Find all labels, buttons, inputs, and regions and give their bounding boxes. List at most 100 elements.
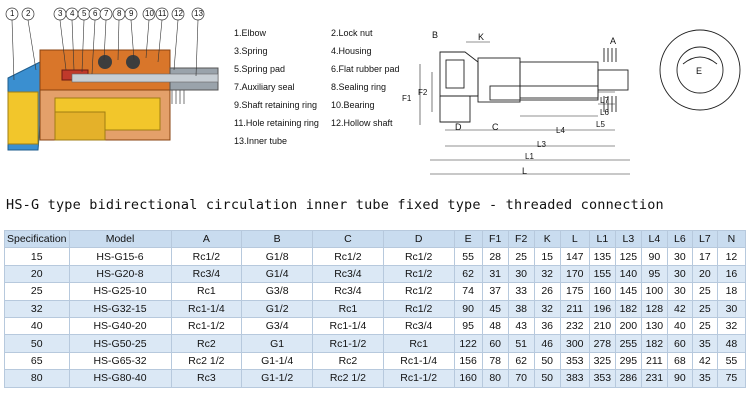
dimension-label: L7 [600, 96, 609, 105]
table-cell: 33 [507, 282, 535, 301]
table-cell: Rc1-1/4 [170, 299, 243, 318]
callout-number: 5 [82, 9, 87, 18]
table-cell: G1 [241, 334, 314, 353]
table-cell: 175 [559, 282, 590, 301]
table-cell: 211 [559, 299, 590, 318]
table-cell: HS-G32-15 [68, 299, 172, 318]
callout-number: 7 [104, 9, 109, 18]
table-cell: Rc2 1/2 [170, 351, 243, 371]
part-label: 2.Lock nut [331, 28, 373, 38]
callout-number: 2 [26, 9, 31, 18]
table-cell: 25 [691, 316, 718, 336]
column-header: L7 [691, 229, 718, 249]
column-header: L4 [640, 229, 668, 249]
callout-number: 8 [117, 9, 122, 18]
table-cell: Rc1/2 [382, 247, 455, 266]
table-cell: Rc1/2 [382, 264, 455, 284]
table-cell: 40 [4, 316, 70, 336]
table-cell: 68 [666, 351, 693, 371]
dimension-label: A [610, 36, 617, 46]
table-cell: 90 [640, 247, 668, 266]
table-cell: 32 [716, 316, 747, 336]
table-cell: 211 [640, 351, 668, 371]
table-cell: 130 [640, 316, 668, 336]
dimension-label: L [522, 166, 528, 176]
table-cell: 36 [533, 316, 561, 336]
table-cell: Rc2 [312, 351, 384, 371]
table-cell: 62 [507, 351, 535, 371]
table-cell: 196 [588, 299, 616, 318]
column-header: L1 [588, 229, 616, 249]
callout-number: 11 [158, 9, 167, 18]
table-cell: Rc1-1/2 [170, 316, 243, 336]
dimension-label: L6 [600, 108, 609, 117]
table-cell: 42 [691, 351, 718, 371]
table-cell: 156 [453, 351, 483, 371]
table-cell: HS-G20-8 [68, 264, 172, 284]
table-cell: 30 [666, 264, 693, 284]
table-cell: 30 [716, 299, 747, 318]
table-cell: G1/4 [241, 264, 314, 284]
callout-number: 9 [129, 9, 134, 18]
table-cell: 42 [666, 299, 693, 318]
table-cell: 43 [507, 316, 535, 336]
table-cell: 295 [614, 351, 642, 371]
table-cell: 128 [640, 299, 668, 318]
table-cell: 80 [4, 369, 70, 388]
specification-table: Specification Model A B C D E F1 F2 K L … [4, 229, 747, 388]
table-cell: HS-G25-10 [68, 282, 172, 301]
parts-list: 1.Elbow 2.Lock nut 3.Spring 4.Housing 5.… [234, 28, 414, 148]
bearing-ball [126, 55, 140, 69]
callout-number: 1 [10, 9, 15, 18]
table-cell: 32 [533, 299, 561, 318]
table-cell: 30 [507, 264, 535, 284]
table-cell: Rc3 [170, 369, 243, 388]
table-cell: 182 [614, 299, 642, 318]
table-cell: 25 [4, 282, 70, 301]
table-cell: 32 [533, 264, 561, 284]
table-cell: 90 [666, 369, 693, 388]
table-cell: G3/4 [241, 316, 314, 336]
part-label: 11.Hole retaining ring [234, 118, 319, 128]
table-cell: Rc1/2 [170, 247, 243, 266]
table-cell: 48 [481, 316, 509, 336]
table-cell: HS-G15-6 [68, 247, 172, 266]
table-cell: 182 [640, 334, 668, 353]
table-cell: G1-1/4 [241, 351, 314, 371]
elbow-port [7, 91, 39, 145]
table-cell: 40 [666, 316, 693, 336]
table-cell: 70 [507, 369, 535, 388]
table-cell: G1-1/2 [241, 369, 314, 388]
dimension-label: L4 [556, 126, 565, 135]
dimension-label: K [478, 32, 485, 42]
dimension-label: F2 [418, 88, 428, 97]
column-header: L [559, 229, 590, 249]
table-cell: Rc1 [170, 282, 243, 301]
dimension-label: D [455, 122, 462, 132]
table-cell: 210 [588, 316, 616, 336]
table-cell: 145 [614, 282, 642, 301]
table-cell: Rc1/2 [312, 247, 384, 266]
table-cell: HS-G80-40 [68, 369, 172, 388]
table-cell: 46 [533, 334, 561, 353]
table-cell: Rc1/2 [382, 299, 455, 318]
table-cell: 20 [4, 264, 70, 284]
table-cell: G1/8 [241, 247, 314, 266]
table-cell: Rc3/4 [170, 264, 243, 284]
part-label: 12.Hollow shaft [331, 118, 393, 128]
callout-number: 4 [70, 9, 75, 18]
table-cell: 62 [453, 264, 483, 284]
table-cell: Rc1 [312, 299, 384, 318]
table-cell: 232 [559, 316, 590, 336]
table-cell: 286 [614, 369, 642, 388]
table-cell: 383 [559, 369, 590, 388]
table-cell: 135 [588, 247, 616, 266]
table-cell: 95 [640, 264, 668, 284]
column-header: K [533, 229, 561, 249]
table-cell: 35 [691, 334, 718, 353]
table-cell: 75 [716, 369, 747, 388]
